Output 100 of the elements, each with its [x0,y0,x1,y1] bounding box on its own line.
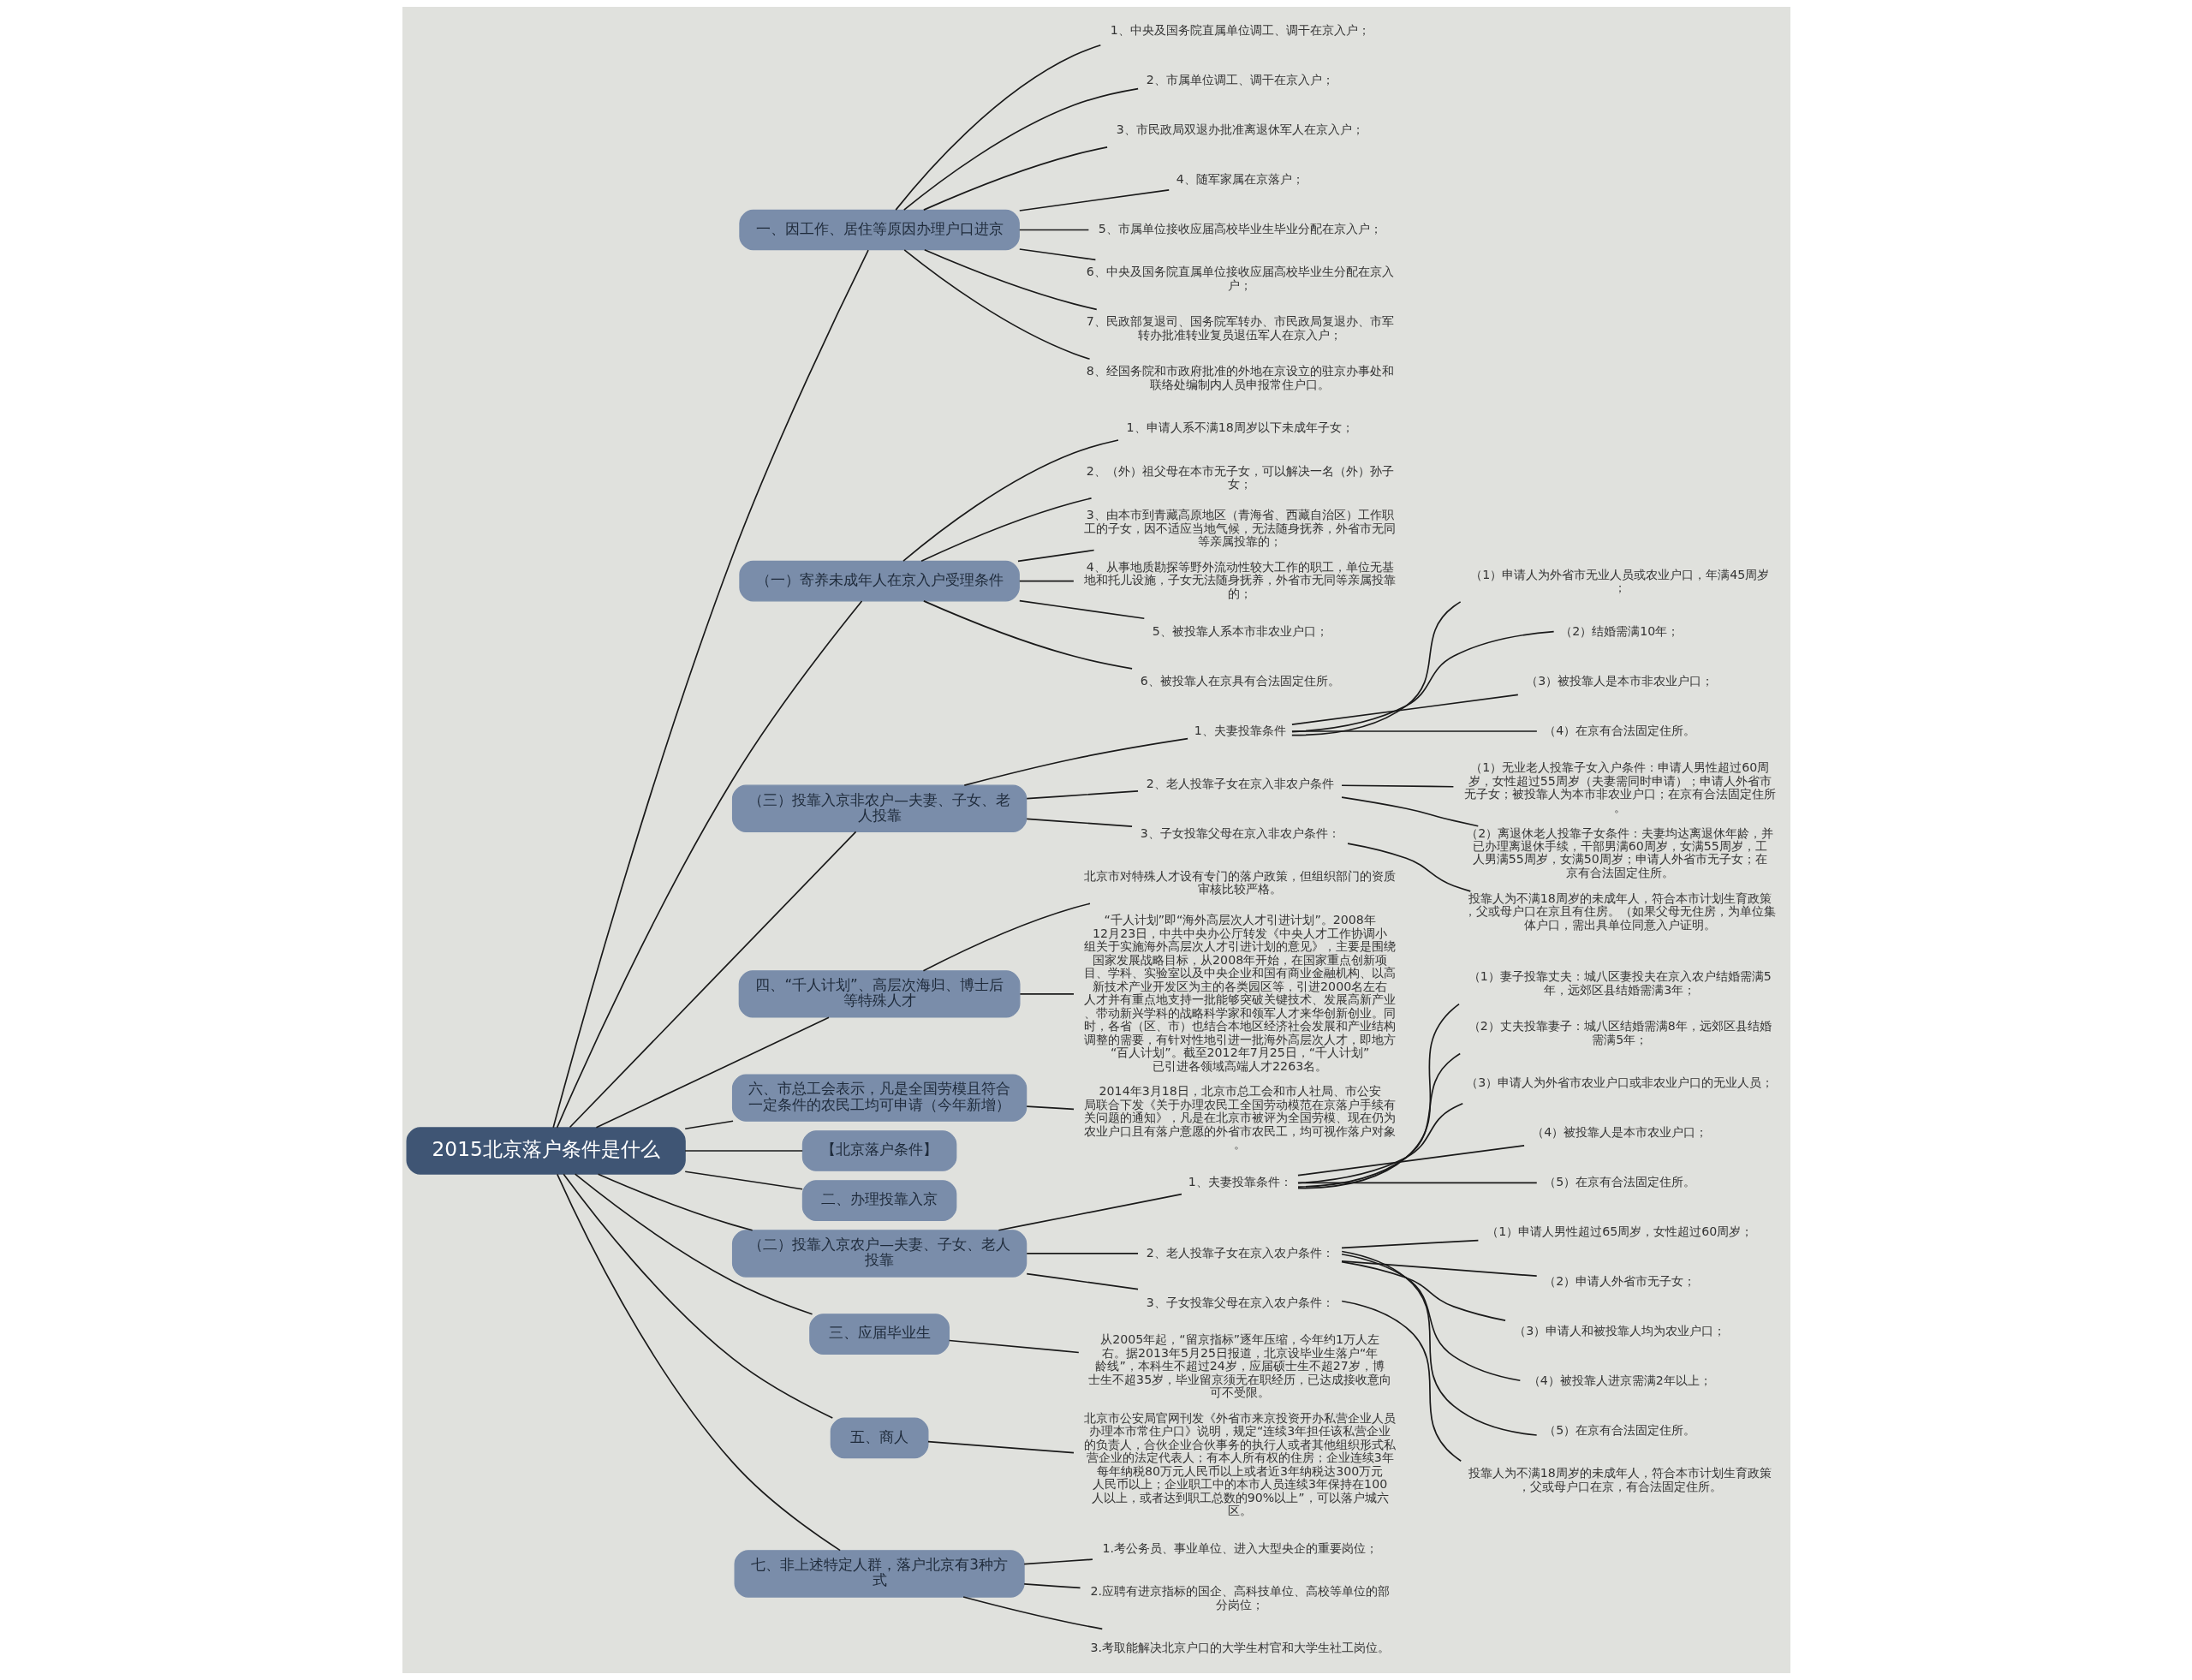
node-text: 2、老人投靠子女在京入非农户条件 [1146,776,1334,790]
connector [1022,1582,1081,1589]
connector [1018,229,1089,231]
node-text: 投靠人为不满18周岁的未成年人，符合本市计划生育政策，父或母户口在京，有合法固定住所。 [1468,1466,1772,1493]
node-text: 1、夫妻投靠条件： [1188,1175,1292,1189]
node-text: 1.考公务员、事业单位、进入大型央企的重要岗位； [1101,1541,1378,1556]
node-text: 5、市属单位接收应届高校毕业生毕业分配在京入户； [1098,222,1382,236]
node-box: 二、办理投靠入京 [801,1180,956,1221]
connector [926,1440,1075,1454]
connector [923,248,1098,311]
connector [1290,730,1538,732]
node-text: 2、老人投靠子女在京入农户条件： [1146,1245,1334,1260]
node-text: （4）在京有合法固定住所。 [1543,723,1695,737]
node-text: “千人计划”即“海外高层次人才引进计划”。2008年12月23日，中共中央办公厅转发《中央人才工作协调小组关于实施海外高层次人才引进计划的意见》，主要是围绕国家发展战略目标，从2008年开始，在国家重点创新项目、学科、实验室以及中央企业和国有商业金融机构、以高新技术产业开发区为主的各类园区等，引进2000名左右人才并有重点地支持一批能够突破关键技术、发展高新产业、带动新兴学科的战略科学家和领军人才来华创新创业。同时，各省（区、市）也结合本地区经济社会发展和产业结构调整的需要，有针对性地引进一批海外高层次人才，即地方“百人计划”。截至2012年7月25日，“千人计划”已引进各领域高端人才2263名。 [1083,913,1396,1073]
node-text: （3）申请人为外省市农业户口或非农业户口的无业人员； [1465,1075,1773,1089]
connector [1290,601,1461,736]
node-text: （4）被投靠人是本市农业户口； [1531,1124,1707,1139]
node-box: （二）投靠入京农户—夫妻、子女、老人投靠 [731,1230,1027,1278]
connector [922,146,1108,211]
node-box: （三）投靠入京非农户—夫妻、子女、老人投靠 [731,784,1027,832]
connector [683,1150,803,1152]
connector [595,1016,830,1129]
connector [574,1173,813,1315]
node-text: 6、被投靠人在京具有合法固定住所。 [1140,673,1340,688]
node-text: （4）被投靠人进京需满2年以上； [1528,1373,1712,1388]
node-box: 三、应届毕业生 [808,1314,950,1355]
node-text: 1、夫妻投靠条件 [1194,723,1286,737]
connector [1290,694,1519,725]
node-text: 2、（外）祖父母在本市无子女，可以解决一名（外）孙子女； [1086,463,1394,491]
connector [1018,188,1170,211]
connector [1018,580,1075,582]
node-text: （3）被投靠人是本市非农业户口； [1525,673,1713,688]
connector [597,1173,753,1231]
node-text: 3、子女投靠父母在京入农户条件： [1146,1295,1334,1309]
connector [556,600,862,1129]
connector [1340,1253,1521,1382]
connector [1290,630,1554,733]
node-text: 2.应聘有进京指标的国企、高科技单位、高校等单位的部分岗位； [1089,1584,1390,1611]
connector [1296,1052,1461,1188]
node-text: （5）在京有合法固定住所。 [1543,1423,1695,1438]
node-text: （3）申请人和被投靠人均为农业户口； [1513,1324,1725,1338]
connector [1340,1250,1537,1436]
node-box: （一）寄养未成年人在京入户受理条件 [738,560,1020,602]
connector [902,249,1090,360]
node-box: 2015北京落户条件是什么 [406,1127,686,1175]
node-text: （1）申请人男性超过65周岁，女性超过60周岁； [1486,1224,1753,1239]
node-text: （1）申请人为外省市无业人员或农业户口，年满45周岁； [1469,567,1769,595]
connector [1340,1260,1538,1278]
node-box: 七、非上述特定人群，落户北京有3种方式 [734,1550,1025,1598]
connector [1019,993,1075,995]
node-box: 【北京落户条件】 [801,1130,956,1171]
node-text: 6、中央及国务院直属单位接收应届高校毕业生分配在京入户； [1086,265,1394,292]
connector [1025,818,1133,827]
node-text: （2）丈夫投靠妻子：城八区结婚需满8年，远郊区县结婚需满5年； [1468,1019,1772,1046]
node-text: 2014年3月18日，北京市总工会和市人社局、市公安局联合下发《关于办理农民工全国劳动模范在京落户手续有关问题的通知》，凡是在北京市被评为全国劳模、现在仍为农业户口且有落户意愿的外省市农民工，均可视作落户对象。 [1083,1084,1396,1152]
node-text: 3、子女投靠父母在京入非农户条件： [1140,825,1340,840]
node-box: 六、市总工会表示，凡是全国劳模且符合一定条件的农民工均可申请（今年新增） [731,1074,1027,1122]
connector [1025,1253,1139,1254]
connector [920,497,1092,563]
node-text: （2）离退休老人投靠子女条件：夫妻均达离退休年龄，并已办理离退休手续，干部男满60周岁，女满55周岁，工人男满55周岁，女满50周岁；申请人外省市无子女；在京有合法固定住所。 [1465,825,1773,879]
connector [1346,843,1471,892]
connector [1340,1260,1506,1321]
node-box: 五、商人 [830,1417,928,1459]
node-text: 4、从事地质勘探等野外流动性较大工作的职工，单位无基地和托儿设施，子女无法随身抚养，外省市无同等亲属投靠的； [1083,559,1396,600]
node-box: 一、因工作、居住等原因办理户口进京 [738,209,1020,251]
connector [1025,790,1139,800]
connector [1340,1239,1479,1249]
connector [1018,599,1145,620]
node-text: 1、中央及国务院直属单位调工、调干在京入户； [1110,22,1370,37]
connector [1025,1105,1075,1111]
connector [894,44,1101,211]
connector [998,1193,1182,1231]
connector [1022,1558,1093,1565]
connector [922,600,1133,670]
connector [569,831,856,1129]
node-text: （2）申请人外省市无子女； [1543,1274,1695,1289]
node-text: 从2005年起，“留京指标”逐年压缩，今年约1万人左右。据2013年5月25日报道，北京设毕业生落户“年龄线”，本科生不超过24岁，应届硕士生不超27岁，博士生不超35岁，毕业留京须无在职经历，已达成接收意向可不受限。 [1087,1332,1391,1400]
connector [1296,1182,1538,1184]
connector [948,1339,1080,1354]
connector [551,249,869,1129]
connector [562,1173,833,1419]
connector [922,903,1091,972]
connector [1018,248,1096,261]
connector [1016,549,1094,563]
connector [902,87,1139,211]
connector [1340,796,1479,827]
node-text: 3、市民政局双退办批准离退休军人在京入户； [1116,122,1364,137]
connector [683,1171,803,1190]
connector [902,439,1119,562]
connector [962,1596,1103,1630]
connector [1296,1145,1525,1177]
node-text: （5）在京有合法固定住所。 [1543,1175,1695,1189]
node-text: 7、民政部复退司、国务院军转办、市民政局复退办、市军转办批准转业复员退伍军人在京入户； [1086,314,1394,342]
node-text: 5、被投靠人系本市非农业户口； [1152,623,1328,638]
node-text: 3.考取能解决北京户口的大学生村官和大学生社工岗位。 [1089,1641,1390,1655]
node-text: （1）妻子投靠丈夫：城八区妻投夫在京入农户结婚需满5年，远郊区县结婚需满3年； [1468,969,1772,997]
node-text: 8、经国务院和市政府批准的外地在京设立的驻京办事处和联络处编制内人员申报常住户口。 [1086,364,1394,391]
connector [1340,784,1454,788]
node-text: （2）结婚需满10年； [1559,623,1679,638]
connector [1340,1300,1462,1463]
